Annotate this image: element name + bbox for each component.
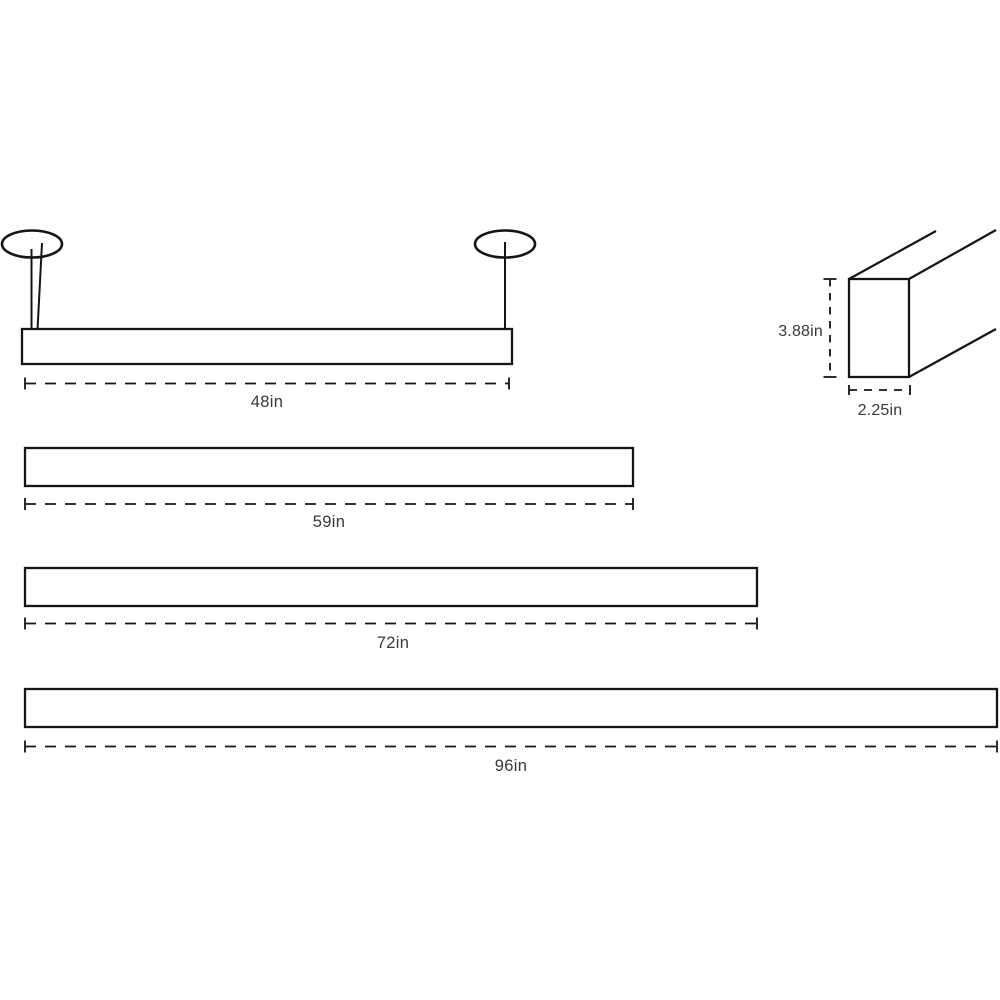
dimension-label-72in: 72in xyxy=(377,634,409,652)
fixture-body-96in xyxy=(23,687,999,729)
cross-section-profile: 3.88in 2.25in xyxy=(778,229,997,419)
extrusion-edge-bottom-right xyxy=(908,328,997,378)
fixture-length-variant-96in: 96in xyxy=(23,687,999,775)
suspension-cable-left-b xyxy=(36,242,43,331)
dimension-width: 2.25in xyxy=(848,385,911,419)
dimension-height: 3.88in xyxy=(778,278,837,378)
dimension-label-96in: 96in xyxy=(495,757,527,775)
fixture-body-48in xyxy=(20,327,514,366)
fixture-length-variant-59in: 59in xyxy=(23,446,635,531)
dimension-label-48in: 48in xyxy=(251,393,283,411)
cross-section-face xyxy=(847,277,911,379)
fixture-body-72in xyxy=(23,566,759,608)
extrusion-edge-top-right xyxy=(908,229,997,280)
pendant-fixture-48in: 48in xyxy=(0,229,537,411)
dimension-label-59in: 59in xyxy=(313,513,345,531)
fixture-length-variant-72in: 72in xyxy=(23,566,759,652)
fixture-body-59in xyxy=(23,446,635,488)
dimension-48in: 48in xyxy=(24,377,510,411)
extrusion-edge-top-left xyxy=(848,230,937,280)
dimension-label-height: 3.88in xyxy=(778,323,823,340)
dimension-label-width: 2.25in xyxy=(858,402,903,419)
